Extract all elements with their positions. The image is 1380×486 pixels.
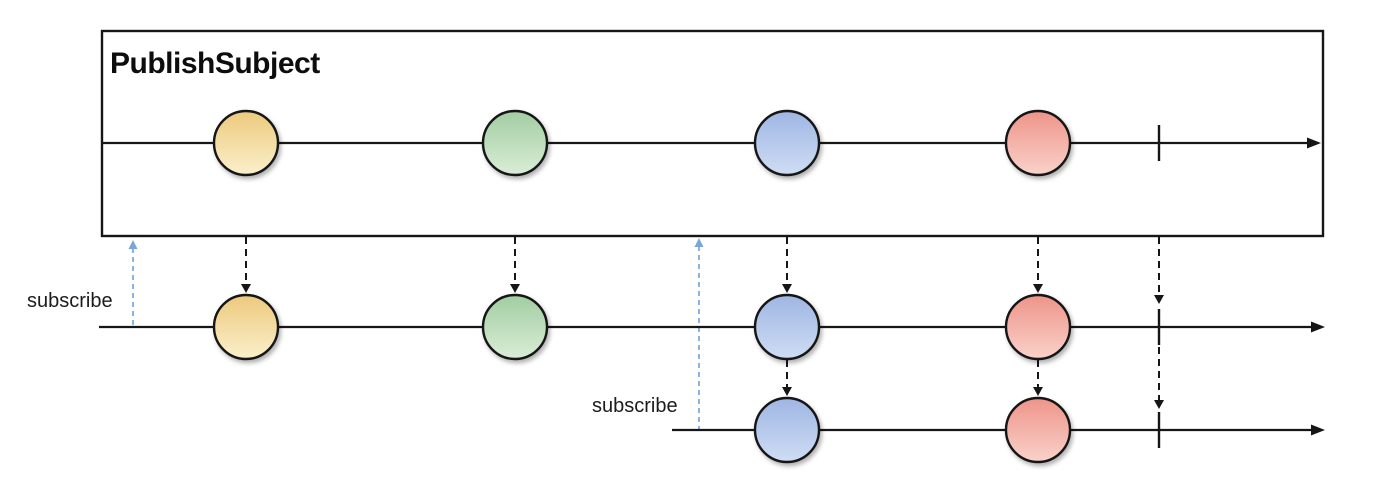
marble-blue-subscriber-2 [753,396,821,464]
timeline-arrowhead-icon [1307,137,1321,149]
marble-yellow-source [212,109,280,177]
marble-red-subscriber-1 [1004,293,1072,361]
subscribe-label-1: subscribe [27,290,113,312]
timeline-arrowhead-icon [1311,424,1325,436]
emission-arrowhead-down-icon [782,284,792,293]
emission-arrowhead-down-icon [510,284,520,293]
emission-arrowhead-down-icon [1154,295,1164,304]
emission-arrowhead-down-icon [1033,387,1043,396]
marble-red-source [1004,109,1072,177]
publish-subject-box [100,29,1325,238]
timeline-arrowhead-icon [1311,321,1325,333]
emission-arrowhead-down-icon [782,387,792,396]
marble-green-source [481,109,549,177]
emission-arrowhead-down-icon [1033,284,1043,293]
marble-blue-source [753,109,821,177]
subscribe-label-2: subscribe [592,395,678,417]
marble-red-subscriber-2 [1004,396,1072,464]
marble-green-subscriber-1 [481,293,549,361]
diagram-title: PublishSubject [110,47,320,80]
subscribe-arrowhead-up-icon [128,240,138,249]
marble-blue-subscriber-1 [753,293,821,361]
marble-yellow-subscriber-1 [212,293,280,361]
emission-arrowhead-down-icon [241,284,251,293]
emission-arrowhead-down-icon [1154,400,1164,409]
subscribe-arrowhead-up-icon [694,238,704,247]
